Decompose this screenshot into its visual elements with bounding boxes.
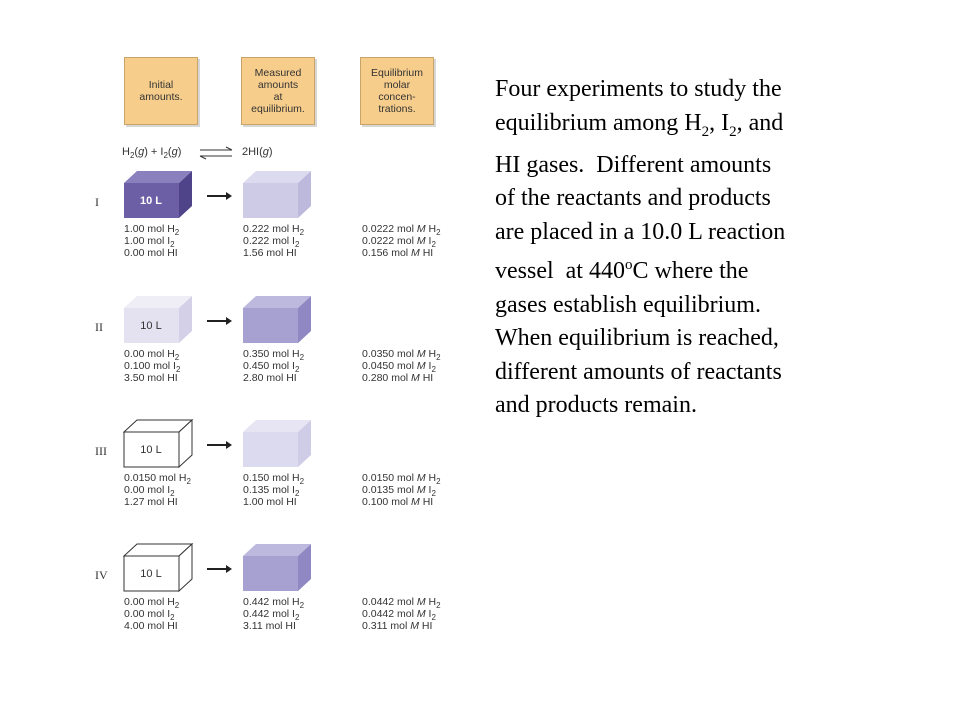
amount-line: 0.00 mol H2 — [124, 596, 180, 611]
reaction-reactants: H2(g) + I2(g) — [122, 146, 182, 161]
amount-line: 0.442 mol I2 — [243, 608, 300, 623]
amount-line: 0.100 mol M HI — [362, 496, 434, 508]
amount-line: 0.00 mol I2 — [124, 484, 175, 499]
reaction-product: 2HI(g) — [242, 146, 273, 158]
experiment-numeral: II — [95, 320, 103, 334]
experiment-numeral: IV — [95, 568, 108, 582]
amount-line: 1.00 mol H2 — [124, 223, 180, 238]
amount-line: 2.80 mol HI — [243, 372, 297, 384]
right-arrow-icon — [207, 317, 232, 325]
equilibrium-vessel-cube — [243, 171, 311, 218]
amount-line: 0.156 mol M HI — [362, 247, 434, 259]
amount-line: 0.135 mol I2 — [243, 484, 300, 499]
amount-line: 0.0350 mol M H2 — [362, 348, 441, 363]
amount-line: 0.0442 mol M H2 — [362, 596, 441, 611]
amount-line: 0.0450 mol M I2 — [362, 360, 436, 375]
amount-line: 1.00 mol I2 — [124, 235, 175, 250]
amount-line: 0.00 mol I2 — [124, 608, 175, 623]
amount-line: 0.150 mol H2 — [243, 472, 305, 487]
amount-line: 0.0442 mol M I2 — [362, 608, 436, 623]
amount-line: 0.280 mol M HI — [362, 372, 434, 384]
cube-volume-label: 10 L — [140, 320, 161, 332]
amount-line: 3.50 mol HI — [124, 372, 178, 384]
cube-volume-label: 10 L — [140, 568, 161, 580]
experiment-numeral: III — [95, 444, 107, 458]
amount-line: 0.222 mol H2 — [243, 223, 305, 238]
equilibrium-vessel-cube — [243, 420, 311, 467]
amount-line: 0.0135 mol M I2 — [362, 484, 436, 499]
amount-line: 0.311 mol M HI — [362, 620, 433, 632]
amount-line: 0.0150 mol M H2 — [362, 472, 441, 487]
right-arrow-icon — [207, 192, 232, 200]
amount-line: 0.450 mol I2 — [243, 360, 300, 375]
amount-line: 0.00 mol HI — [124, 247, 178, 259]
description-text: Four experiments to study the equilibriu… — [495, 76, 786, 419]
cube-volume-label: 10 L — [140, 195, 162, 207]
amount-line: 1.27 mol HI — [124, 496, 178, 508]
initial-vessel-cube: 10 L — [124, 296, 192, 343]
amount-line: 0.222 mol I2 — [243, 235, 300, 250]
amount-line: 1.00 mol HI — [243, 496, 297, 508]
cube-volume-label: 10 L — [140, 444, 161, 456]
amount-line: 0.100 mol I2 — [124, 360, 181, 375]
amount-line: 0.442 mol H2 — [243, 596, 305, 611]
amount-line: 4.00 mol HI — [124, 620, 178, 632]
equilibrium-arrows-icon — [199, 146, 233, 160]
amount-line: 1.56 mol HI — [243, 247, 297, 259]
header-initial-amounts: Initial amounts. — [124, 57, 198, 125]
equilibrium-vessel-cube — [243, 544, 311, 591]
initial-vessel-cube: 10 L — [124, 171, 192, 218]
initial-vessel-cube: 10 L — [123, 419, 194, 469]
equilibrium-vessel-cube — [243, 296, 311, 343]
amount-line: 0.00 mol H2 — [124, 348, 180, 363]
header-equilibrium-concentrations: Equilibrium molar concen- trations. — [360, 57, 434, 125]
amount-line: 0.0222 mol M H2 — [362, 223, 441, 238]
amount-line: 3.11 mol HI — [243, 620, 296, 632]
initial-vessel-cube: 10 L — [123, 543, 194, 593]
header-measured-amounts: Measured amounts at equilibrium. — [241, 57, 315, 125]
right-arrow-icon — [207, 565, 232, 573]
amount-line: 0.0150 mol H2 — [124, 472, 191, 487]
experiment-numeral: I — [95, 195, 99, 209]
amount-line: 0.0222 mol M I2 — [362, 235, 436, 250]
amount-line: 0.350 mol H2 — [243, 348, 305, 363]
right-arrow-icon — [207, 441, 232, 449]
